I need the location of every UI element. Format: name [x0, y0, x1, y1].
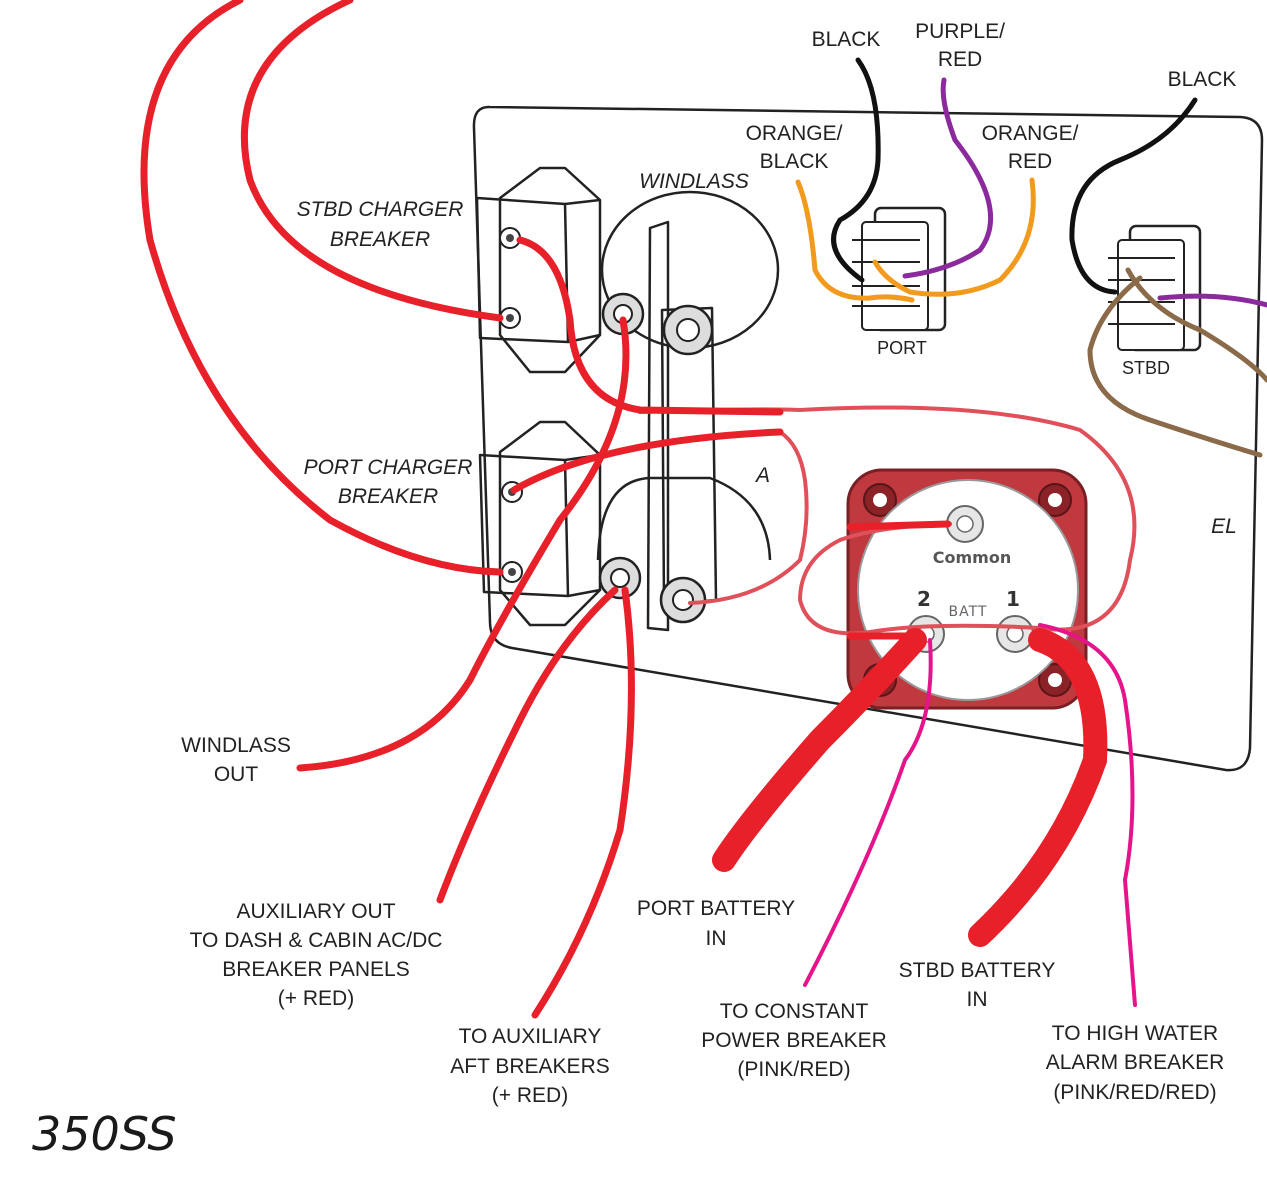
label-aux-aft-line2: AFT BREAKERS: [450, 1055, 610, 1078]
wire-black-stbd: [1069, 97, 1198, 295]
label-batt: BATT: [949, 604, 988, 620]
label-aux-out-line4: (+ RED): [278, 987, 354, 1010]
label-port-charger-line2: BREAKER: [338, 485, 438, 508]
stbd-charger-breaker: [475, 166, 602, 374]
wire-stbd-charger-to-panel: [516, 236, 784, 416]
label-high-water-line2: ALARM BREAKER: [1046, 1051, 1225, 1074]
wire-brown-stbd-2: [1087, 275, 1263, 458]
wire-salmon-loop: [638, 405, 1137, 636]
label-constant-power-line1: TO CONSTANT: [720, 1000, 869, 1023]
windlass-breaker: [600, 190, 780, 632]
wire-port-charger-bottom: [140, 0, 504, 576]
label-constant-power-line3: (PINK/RED): [737, 1058, 850, 1081]
label-stbd-battery-line2: IN: [967, 988, 988, 1011]
wire-windlass-out: [296, 316, 630, 772]
label-port-battery-line1: PORT BATTERY: [637, 897, 795, 920]
wire-stbd-charger-top: [240, 0, 504, 322]
label-purple-red-line2: RED: [938, 48, 982, 71]
label-stbd-charger-line1: STBD CHARGER: [297, 198, 464, 221]
label-common: Common: [933, 548, 1011, 567]
label-aux-out-line1: AUXILIARY OUT: [236, 900, 395, 923]
label-a-partial: A: [754, 464, 770, 487]
label-windlass: WINDLASS: [639, 170, 749, 193]
stbd-switch: [1108, 224, 1202, 352]
lower-breaker: [596, 476, 772, 624]
wire-common-stub: [846, 520, 952, 531]
label-black-top: BLACK: [812, 28, 881, 51]
wire-constant-power: [803, 638, 933, 987]
label-post-1: 1: [1006, 587, 1020, 611]
label-windlass-out-line1: WINDLASS: [181, 734, 291, 757]
wire-brown-stbd-1: [1125, 267, 1267, 383]
label-high-water-line3: (PINK/RED/RED): [1053, 1081, 1216, 1104]
label-orange-black-line1: ORANGE/: [746, 122, 843, 145]
label-aux-aft-line3: (+ RED): [492, 1084, 568, 1107]
label-stbd-charger-line2: BREAKER: [330, 228, 430, 251]
label-orange-black-line2: BLACK: [760, 150, 829, 173]
wire-aux-out: [436, 586, 619, 904]
label-windlass-out-line2: OUT: [214, 763, 259, 786]
wire-purple-stbd: [1157, 293, 1267, 308]
wire-port-battery-in: [712, 628, 927, 872]
label-aux-out-line3: BREAKER PANELS: [222, 958, 410, 981]
label-orange-red-line2: RED: [1008, 150, 1052, 173]
label-model: 350SS: [32, 1107, 177, 1161]
label-port-switch: PORT: [877, 338, 927, 358]
wire-aux-aft: [531, 586, 635, 1019]
label-aux-aft-line1: TO AUXILIARY: [459, 1025, 602, 1048]
wire-orange-red: [872, 177, 1036, 297]
label-purple-red-line1: PURPLE/: [915, 20, 1005, 43]
wire-purple-port: [902, 77, 994, 279]
label-post-2: 2: [917, 587, 931, 611]
label-constant-power-line2: POWER BREAKER: [701, 1029, 887, 1052]
label-high-water-line1: TO HIGH WATER: [1052, 1022, 1218, 1045]
wire-high-water: [1038, 623, 1137, 1007]
wire-stbd-battery-in: [968, 628, 1108, 947]
label-port-charger-line1: PORT CHARGER: [304, 456, 473, 479]
label-stbd-battery-line1: STBD BATTERY: [899, 959, 1056, 982]
label-aux-out-line2: TO DASH & CABIN AC/DC: [190, 929, 443, 952]
wire-port-charger-to-panel: [510, 428, 784, 494]
label-stbd-switch: STBD: [1122, 358, 1170, 378]
label-el-partial: EL: [1211, 515, 1237, 538]
label-black-right: BLACK: [1168, 68, 1237, 91]
label-orange-red-line1: ORANGE/: [982, 122, 1079, 145]
wire-orange-black: [795, 179, 915, 303]
label-port-battery-line2: IN: [706, 927, 727, 950]
wire-black-port: [831, 57, 881, 283]
